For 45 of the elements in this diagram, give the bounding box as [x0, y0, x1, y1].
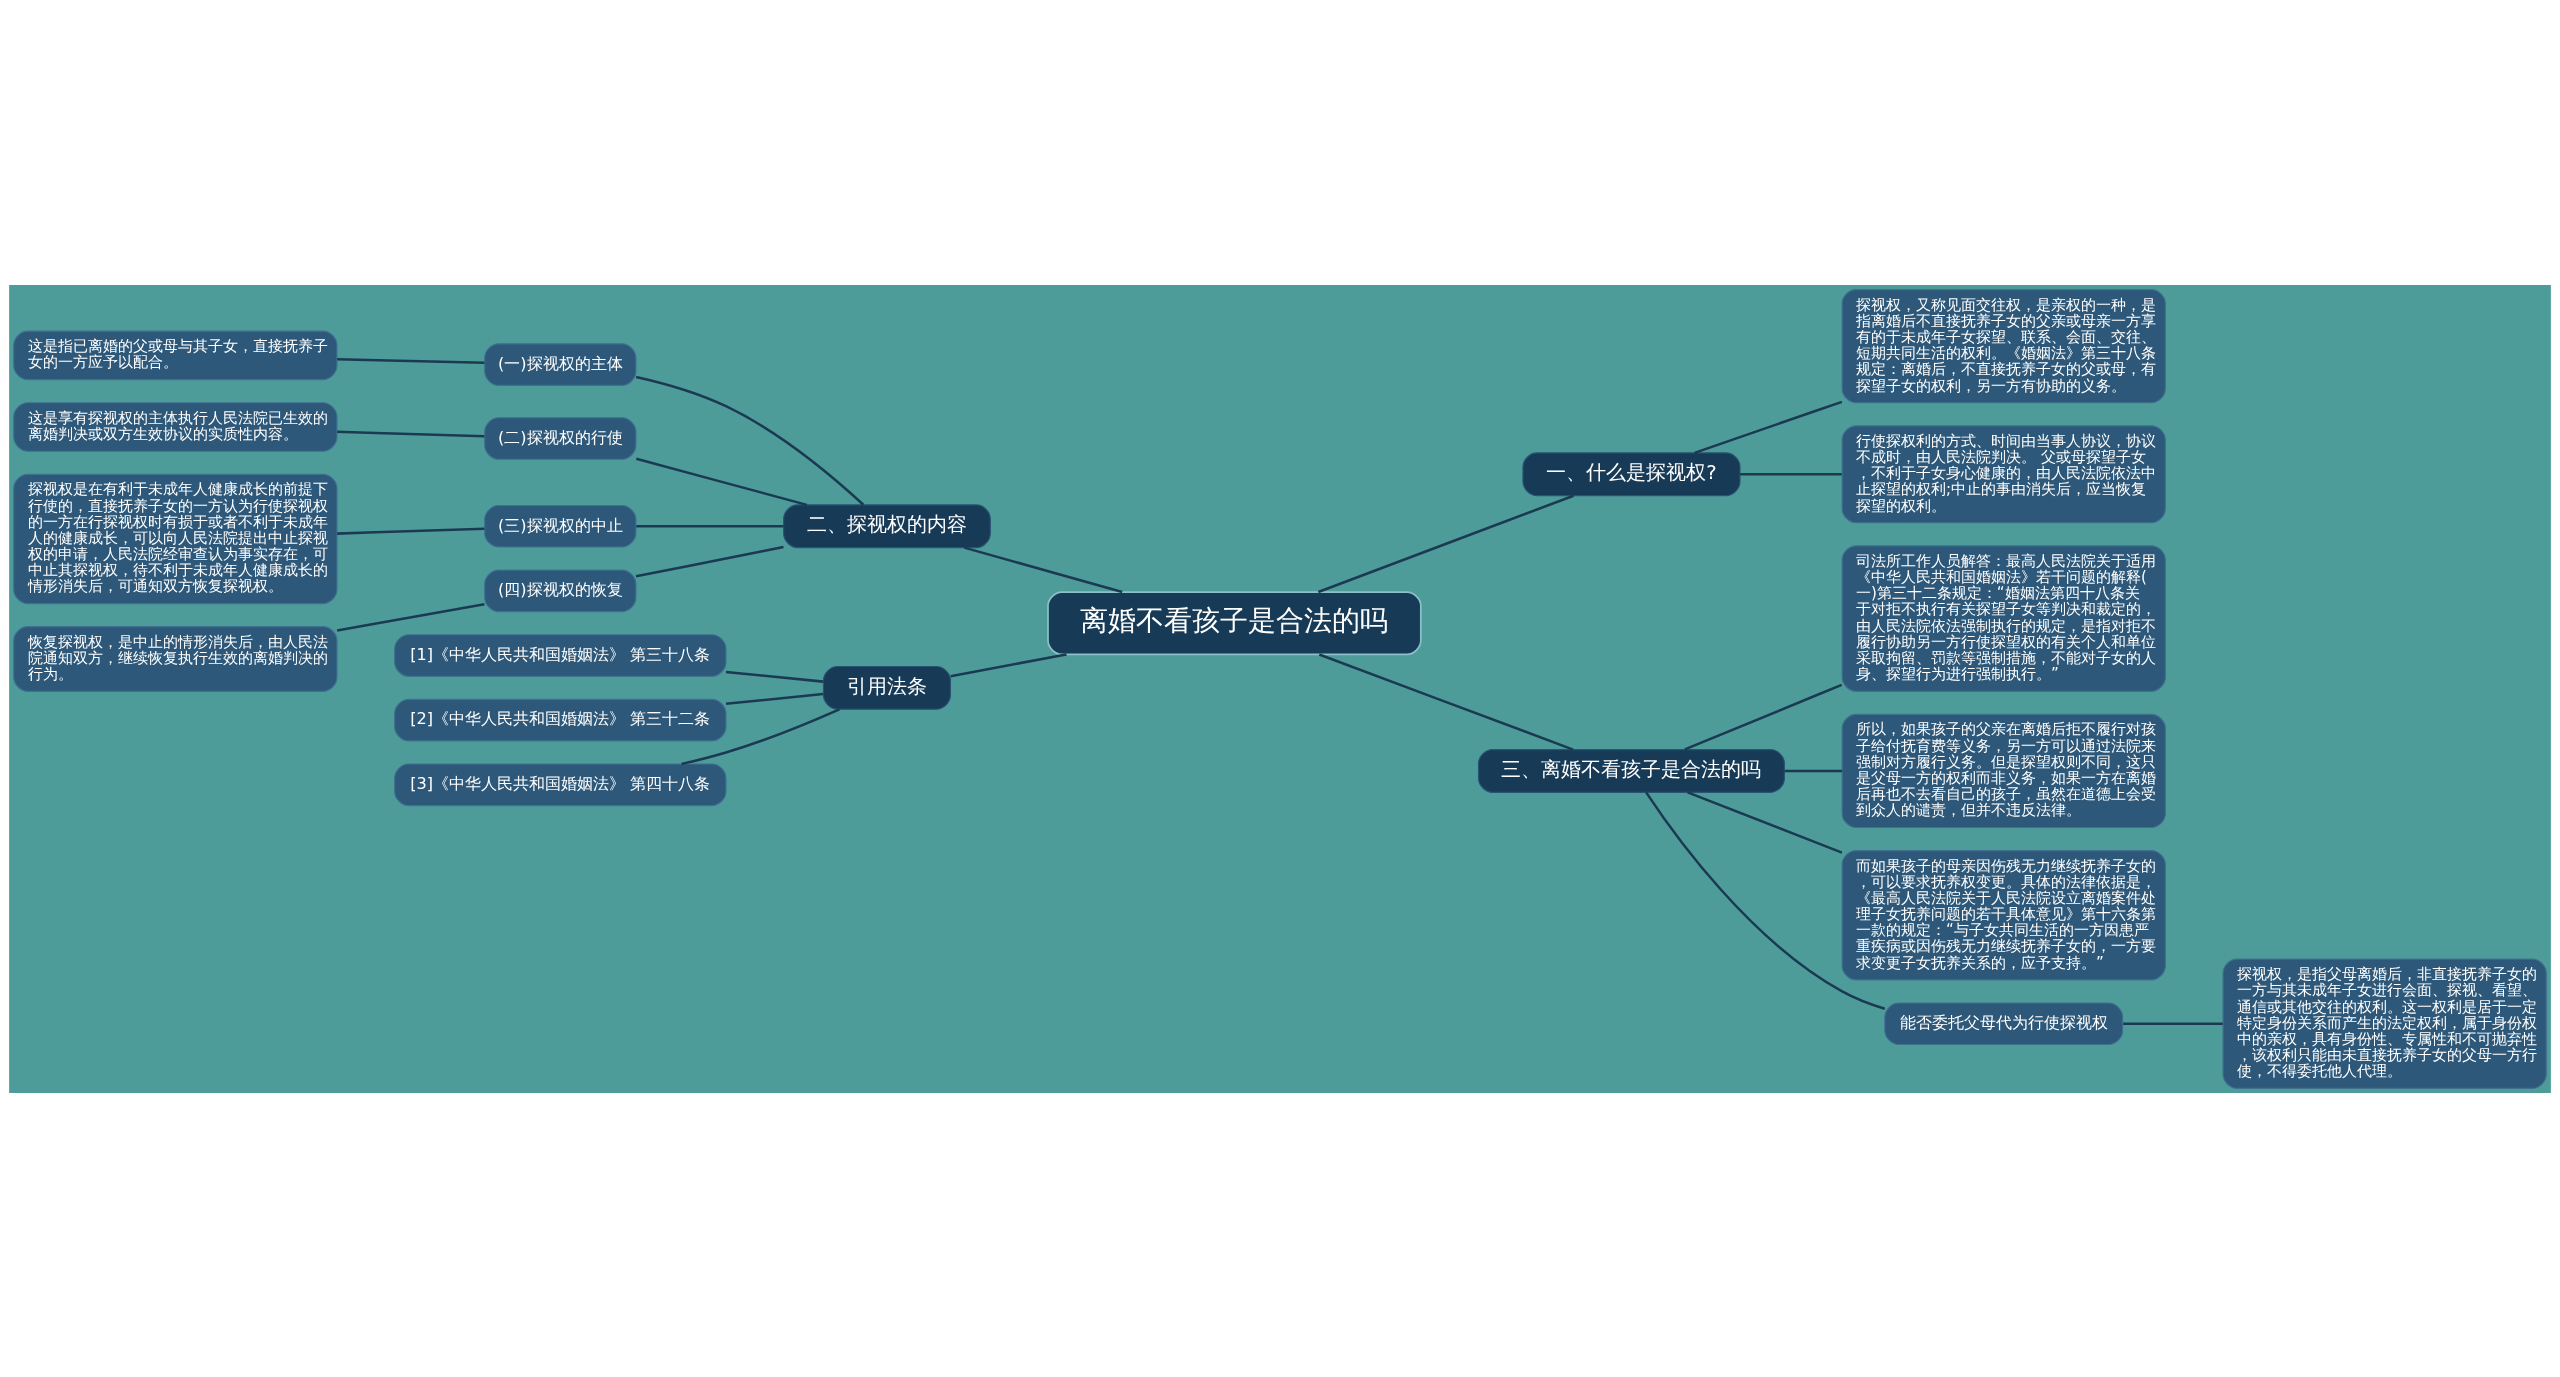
node-box: 二、探视权的内容: [783, 503, 991, 548]
node-box: 这是享有探视权的主体执行人民法院已生效的离婚判决或双方生效协议的实质性内容。: [13, 401, 338, 452]
connector: [1684, 683, 1843, 751]
connector: [337, 357, 485, 364]
connector: [1687, 790, 1843, 854]
node-box: 三、离婚不看孩子是合法的吗: [1477, 748, 1785, 793]
node-box: 引用法条: [822, 665, 952, 710]
connector: [1740, 472, 1842, 476]
connector: [725, 692, 824, 705]
node-box: 这是指已离婚的父或母与其子女，直接抚养子女的一方应予以配合。: [13, 330, 338, 380]
node-box: 所以，如果孩子的父亲在离婚后拒不履行对孩子给付抚育费等义务，另一方可以通过法院来强制对方履行义务。但是探望权则不同，这只是父母一方的权利而非义务，如果一方在离婚后再也不去看自己的孩子，虽然在道德上会受到众人的谴责，但并不违反法律。: [1841, 713, 2166, 828]
connector: [636, 524, 784, 527]
connector: [950, 652, 1067, 677]
connector: [725, 670, 824, 683]
node-box: 恢复探视权，是中止的情形消失后，由人民法院通知双方，继续恢复执行生效的离婚判决的行为。: [13, 625, 338, 692]
connector: [963, 545, 1123, 593]
node-box: [3]《中华人民共和国婚姻法》 第四十八条: [394, 762, 727, 806]
node-box: [2]《中华人民共和国婚姻法》 第三十二条: [394, 698, 727, 741]
connector: [1318, 652, 1574, 751]
node-box: 而如果孩子的母亲因伤残无力继续抚养子女的，可以要求抚养权变更。具体的法律依据是，《最高人民法院关于人民法院设立离婚案件处理子女抚养问题的若干具体意见》第十六条第一款的规定：“与子女共同生活的一方因患严重疾病或因伤残无力继续抚养子女的，一方要求变更子女抚养关系的，应予支持。”: [1841, 849, 2166, 980]
connector: [337, 526, 485, 535]
connector: [1645, 791, 1886, 1010]
node-box: (二)探视权的行使: [484, 416, 637, 460]
node-box: 能否委托父母代为行使探视权: [1884, 1001, 2124, 1045]
node-box: 司法所工作人员解答：最高人民法院关于适用《中华人民共和国婚姻法》若干问题的解释(一)第三十二条规定：“婚姻法第四十八条关于对拒不执行有关探望子女等判决和裁定的，由人民法院依法强制执行的规定，是指对拒不履行协助另一方行使探望权的有关个人和单位采取拘留、罚款等强制措施，不能对子女的人身、探望行为进行强制执行。”: [1841, 544, 2166, 692]
node-box: 探视权，是指父母离婚后，非直接抚养子女的一方与其未成年子女进行会面、探视、看望、通信或其他交往的权利。这一权利是居于一定特定身份关系而产生的法定权利，属于身份权中的亲权，具有身份性、专属性和不可抛弃性，该权利只能由未直接抚养子女的父母一方行使，不得委托他人代理。: [2222, 958, 2547, 1089]
node-box: 离婚不看孩子是合法的吗: [1047, 590, 1422, 655]
node-box: 一、什么是探视权?: [1522, 451, 1741, 496]
node-box: (三)探视权的中止: [484, 504, 637, 548]
node-box: (四)探视权的恢复: [484, 569, 637, 612]
connector: [635, 545, 784, 578]
node-box: 行使探权利的方式、时间由当事人协议，协议不成时，由人民法院判决。 父或母探望子女，不利于子女身心健康的，由人民法院依法中止探望的权利;中止的事由消失后，应当恢复探望的权利。: [1841, 424, 2166, 523]
connector: [1317, 494, 1574, 593]
connector: [336, 602, 485, 632]
node-box: 探视权是在有利于未成年人健康成长的前提下行使的，直接抚养子女的一方认为行使探视权的一方在行探视权时有损于或者不利于未成年人的健康成长，可以向人民法院提出中止探视权的申请，人民法院经审查认为事实存在，可中止其探视权，待不利于未成年人健康成长的情形消失后，可通知双方恢复探视权。: [13, 473, 338, 604]
connector: [337, 430, 485, 438]
connector: [1694, 400, 1843, 454]
node-box: (一)探视权的主体: [484, 342, 637, 386]
connector: [635, 375, 865, 506]
connector: [2123, 1021, 2223, 1025]
node-box: [1]《中华人民共和国婚姻法》 第三十八条: [394, 633, 727, 677]
connector: [1784, 769, 1843, 772]
node-box: 探视权，又称见面交往权，是亲权的一种，是指离婚后不直接抚养子女的父亲或母亲一方享有的于未成年子女探望、联系、会面、交往、短期共同生活的权利。《婚姻法》第三十八条规定：离婚后，不直接抚养子女的父或母，有探望子女的权利，另一方有协助的义务。: [1841, 288, 2166, 403]
connector: [681, 707, 840, 765]
connector: [635, 457, 808, 506]
